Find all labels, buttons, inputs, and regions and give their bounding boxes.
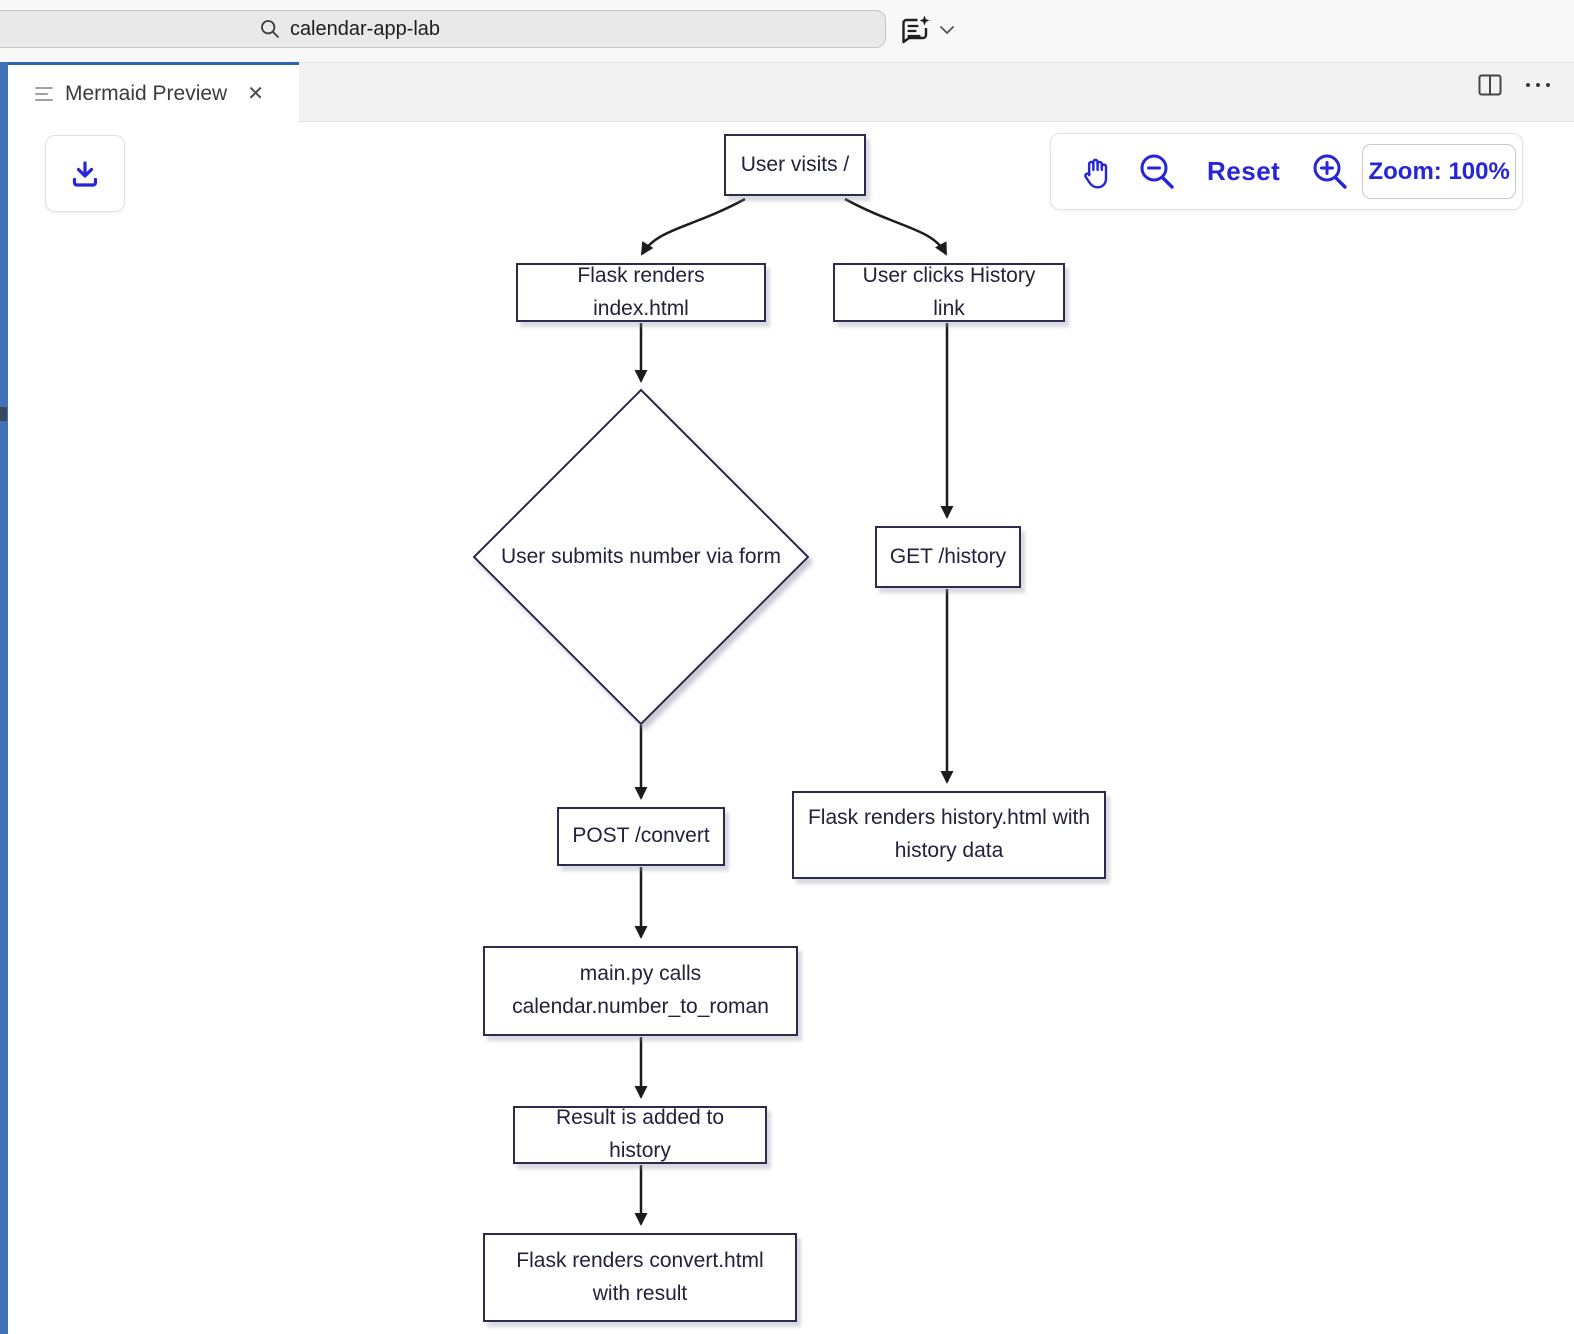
stripe-notch [0, 407, 7, 421]
search-icon [261, 20, 279, 38]
zoom-in-button[interactable] [1298, 150, 1362, 194]
outline-list-icon [35, 87, 53, 101]
zoom-level-badge: Zoom: 100% [1362, 144, 1516, 199]
editor-actions [1478, 74, 1556, 96]
flow-node-result-added: Result is added to history [513, 1106, 767, 1164]
flow-node-post-convert: POST /convert [557, 807, 725, 866]
flow-node-get-history: GET /history [875, 526, 1021, 588]
compose-sparkle-icon [902, 15, 930, 44]
zoom-level-label: Zoom: 100% [1368, 157, 1510, 185]
mermaid-preview-canvas[interactable] [8, 123, 1574, 1334]
search-input[interactable]: calendar-app-lab [0, 10, 886, 48]
flow-node-clicks-history: User clicks History link [833, 263, 1065, 322]
reset-button[interactable]: Reset [1189, 156, 1298, 187]
ellipsis-icon [1526, 83, 1530, 87]
ai-edit-button[interactable] [898, 9, 972, 51]
tab-close-icon[interactable]: ✕ [247, 83, 264, 105]
more-actions-button[interactable] [1520, 77, 1556, 93]
chevron-down-icon [940, 25, 954, 34]
hand-icon [1084, 158, 1108, 189]
zoom-out-button[interactable] [1125, 150, 1189, 194]
zoom-in-icon [1313, 154, 1348, 189]
tab-mermaid-preview[interactable]: Mermaid Preview ✕ [8, 62, 299, 123]
flow-node-renders-index: Flask renders index.html [516, 263, 766, 322]
download-icon [72, 160, 98, 187]
flow-node-user-visits: User visits / [724, 134, 866, 196]
flow-node-renders-convert: Flask renders convert.html with result [483, 1233, 797, 1322]
flow-node-submit-form: User submits number via form [500, 545, 782, 568]
split-editor-icon [1478, 74, 1502, 96]
reset-label: Reset [1207, 156, 1281, 186]
search-value: calendar-app-lab [289, 17, 441, 40]
split-editor-button[interactable] [1478, 74, 1502, 96]
flow-node-mainpy-calls: main.py calls calendar.number_to_roman [483, 946, 798, 1036]
preview-toolbar: Reset Zoom: 100% [1050, 133, 1523, 210]
title-bar: calendar-app-lab [0, 0, 1574, 62]
download-button[interactable] [45, 135, 125, 212]
flow-node-renders-history: Flask renders history.html with history … [792, 791, 1106, 879]
pan-button[interactable] [1067, 153, 1125, 191]
zoom-out-icon [1140, 154, 1174, 189]
tab-title: Mermaid Preview [65, 82, 228, 105]
left-accent-stripe [0, 62, 8, 1334]
